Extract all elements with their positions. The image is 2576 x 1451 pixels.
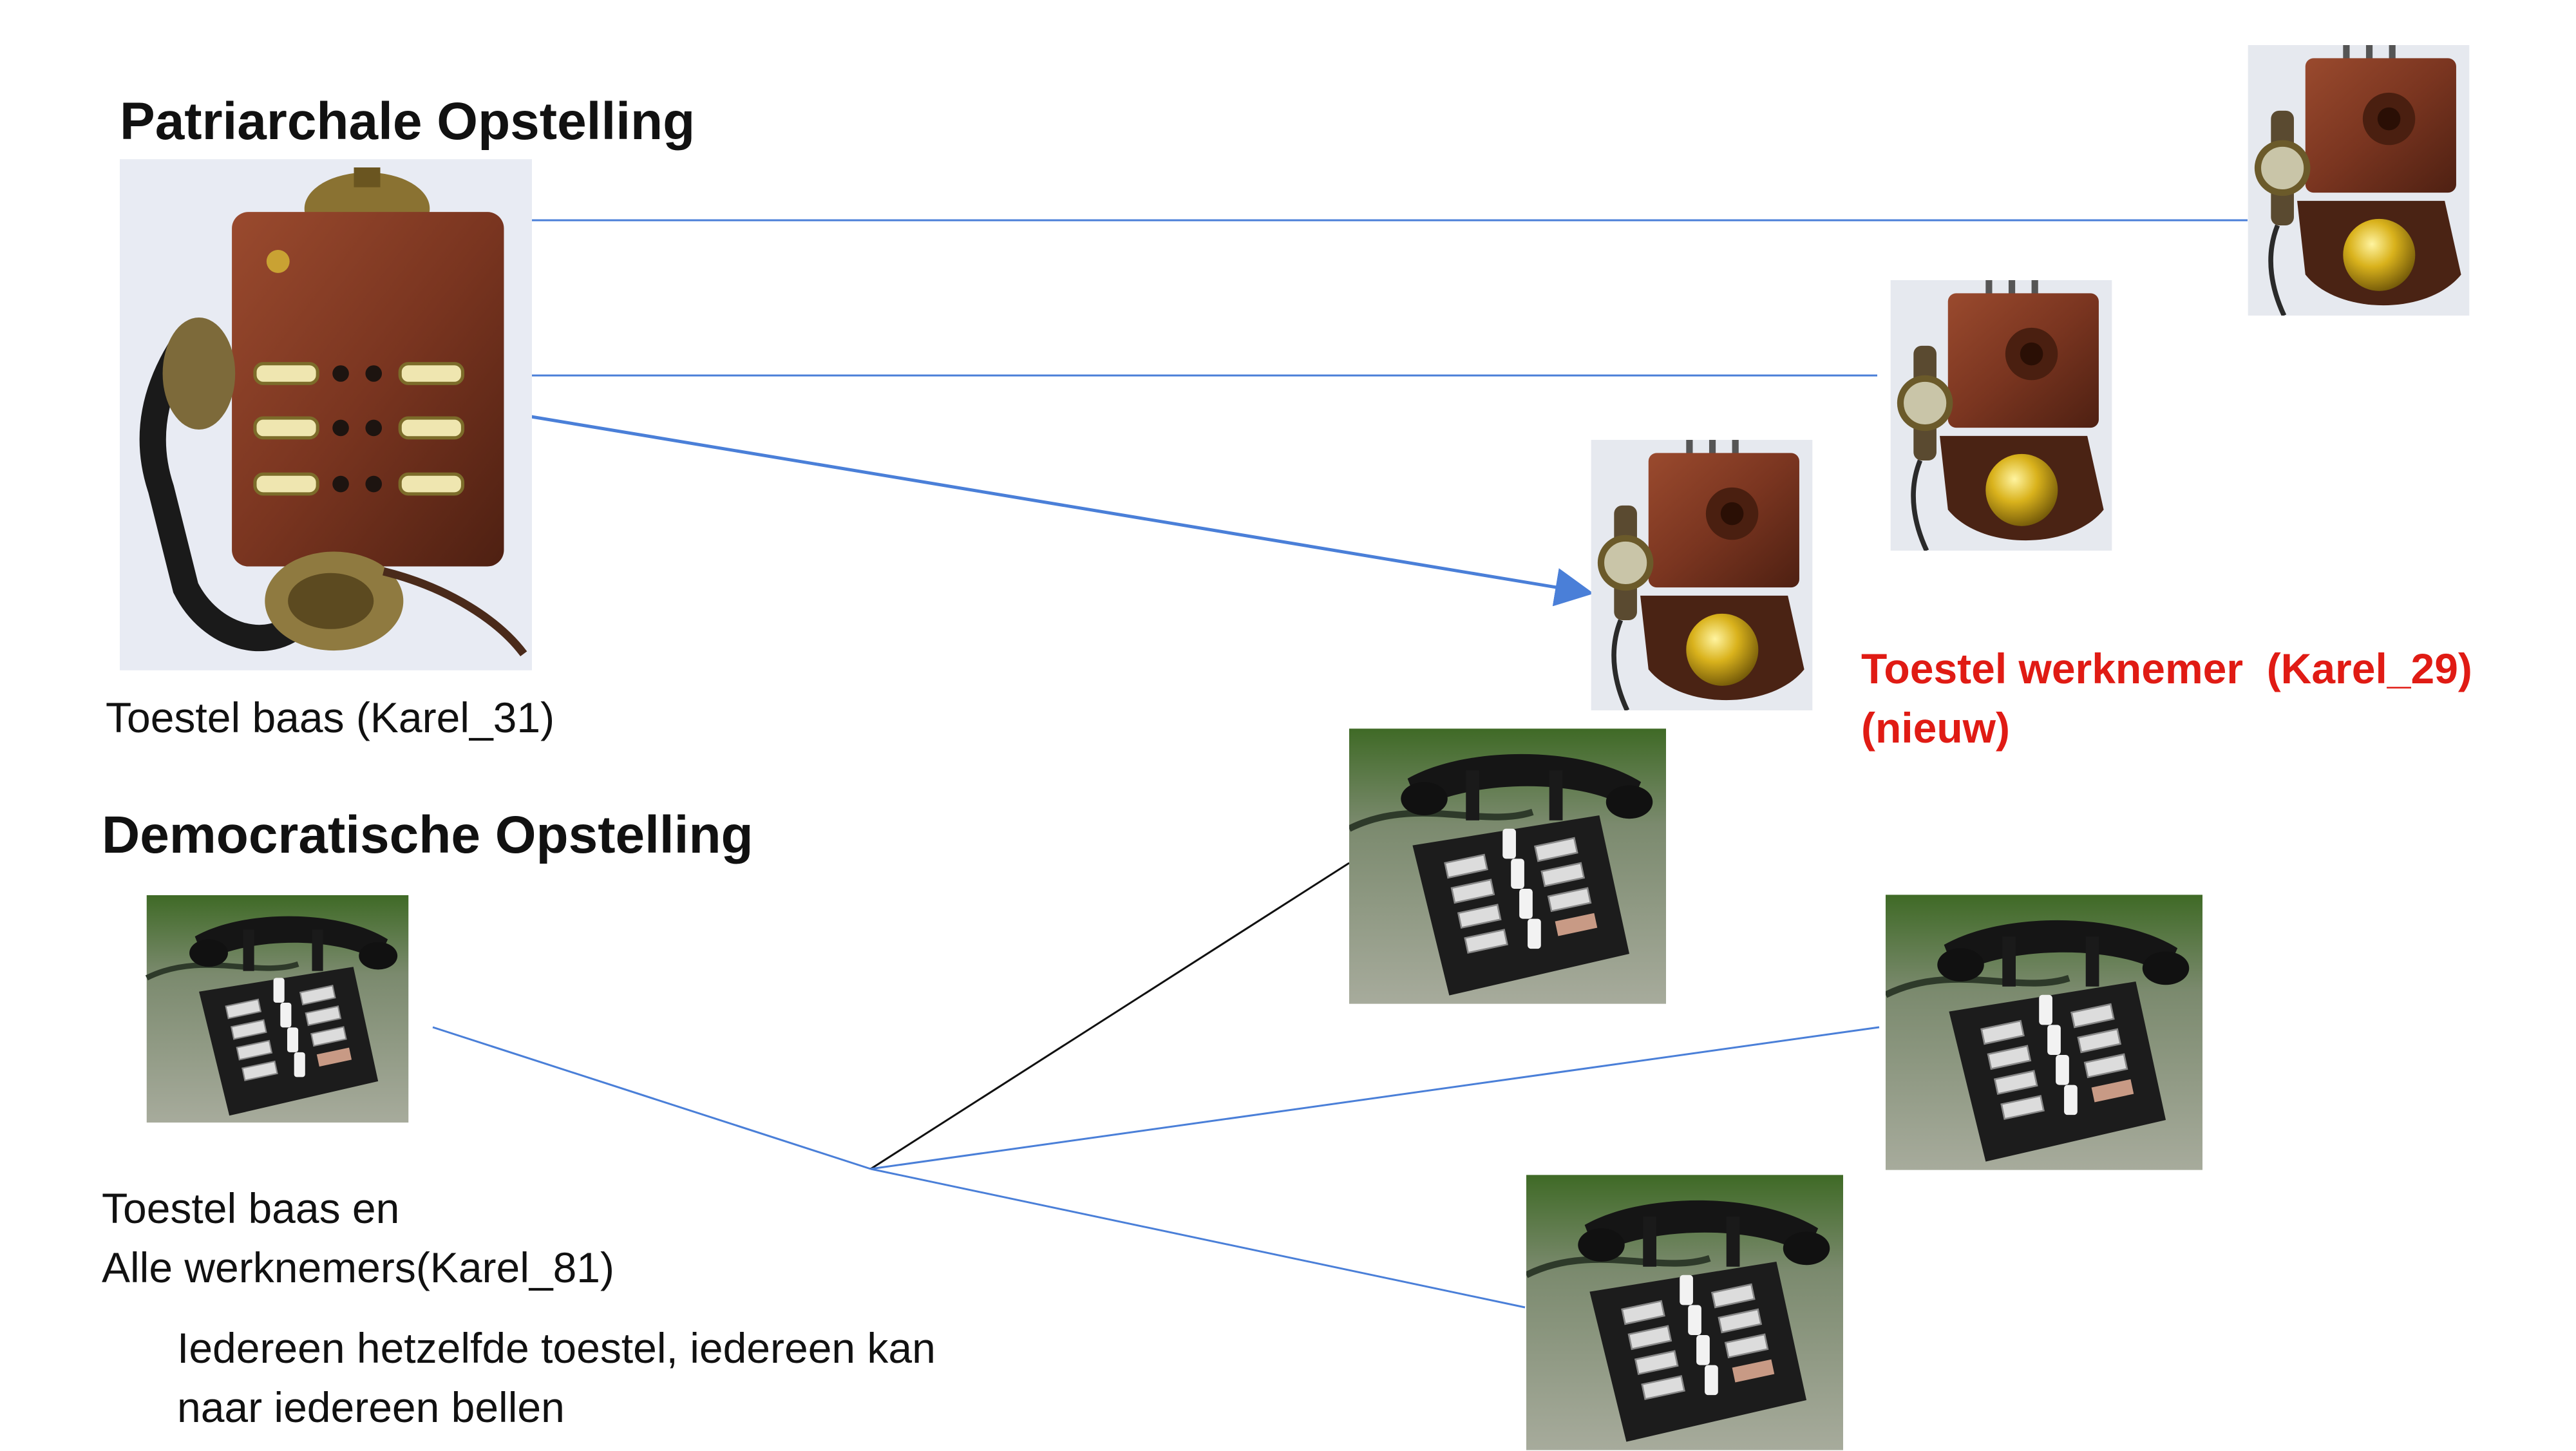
shared-phone-caption-line1: Toestel baas en: [102, 1184, 400, 1232]
desk-phone-icon-2: [1886, 894, 2202, 1171]
connector-boss-to-worker-new: [531, 415, 1594, 607]
desk-phone-icon-3: [1526, 1174, 1843, 1451]
new-worker-phone-caption-line1: Toestel werknemer (Karel_29): [1861, 645, 2472, 692]
boss-phone-caption: Toestel baas (Karel_31): [106, 694, 555, 741]
worker-wall-phone-icon-1: [2248, 45, 2470, 316]
patriarchal-heading: Patriarchale Opstelling: [120, 92, 696, 151]
connector-hub-to-desk-3: [870, 1168, 1526, 1309]
democratic-heading: Democratische Opstelling: [102, 806, 753, 864]
shared-phone-caption: Toestel baas en Alle werknemers(Karel_81…: [102, 1179, 614, 1297]
connector-shared-to-hub: [432, 1026, 871, 1170]
democratic-note: Iedereen hetzelfde toestel, iedereen kan…: [177, 1318, 936, 1437]
worker-wall-phone-icon-new: [1591, 440, 1813, 710]
connector-hub-to-desk-2: [870, 1026, 1880, 1170]
connector-hub-to-desk-1: [870, 862, 1350, 1170]
new-worker-phone-caption: Toestel werknemer (Karel_29) (nieuw): [1861, 639, 2472, 757]
shared-phone-caption-line2: Alle werknemers(Karel_81): [102, 1244, 614, 1291]
shared-desk-phone-icon: [120, 895, 435, 1123]
boss-switchboard-phone-icon: [120, 156, 532, 673]
new-worker-phone-caption-line2: (nieuw): [1861, 704, 2010, 752]
desk-phone-icon-1: [1349, 728, 1666, 1005]
worker-wall-phone-icon-2: [1890, 280, 2112, 551]
democratic-note-line1: Iedereen hetzelfde toestel, iedereen kan: [177, 1324, 936, 1372]
democratic-note-line2: naar iedereen bellen: [177, 1383, 565, 1431]
